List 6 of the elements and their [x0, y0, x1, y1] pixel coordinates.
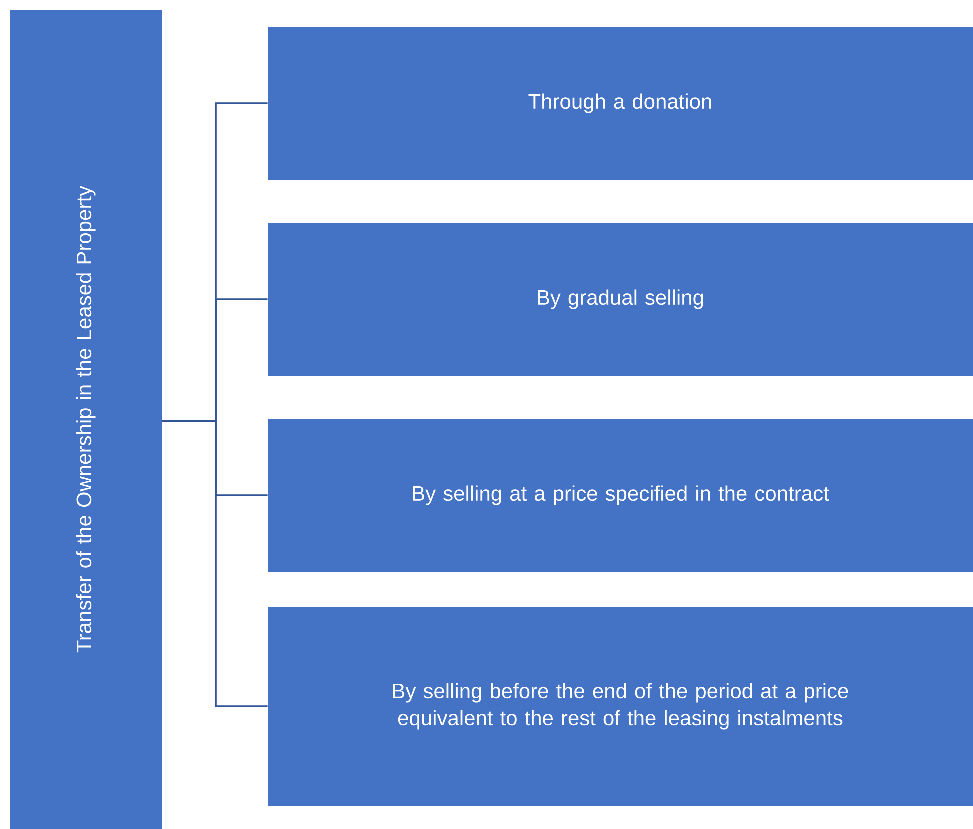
option-box: By selling at a price specified in the contract [268, 419, 973, 572]
option-box: By selling before the end of the period at a price equivalent to the rest of the leasing instalments [268, 607, 973, 806]
connector [162, 420, 268, 708]
option-box: By gradual selling [268, 223, 973, 376]
title-band: Transfer of the Ownership in the Leased Property [10, 10, 162, 829]
option-box: Through a donation [268, 27, 973, 180]
